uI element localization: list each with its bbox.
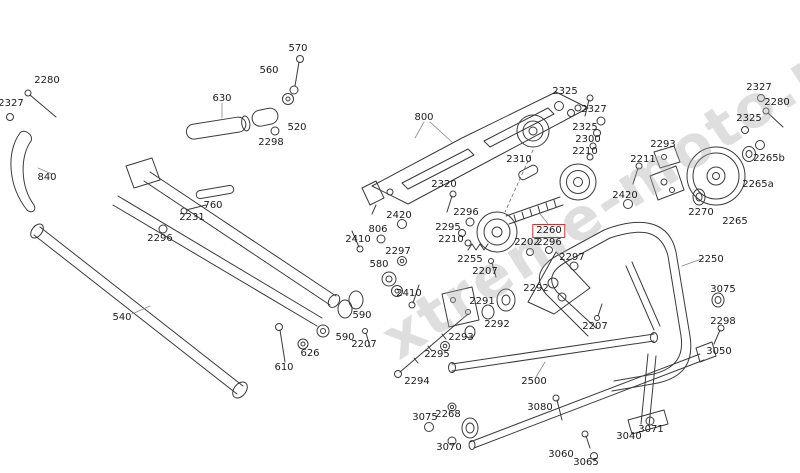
left-swing-arm: [112, 157, 341, 327]
part-label[interactable]: 806: [368, 224, 388, 235]
upper-tube-630: [185, 55, 304, 140]
part-label[interactable]: 2265a: [742, 179, 774, 190]
left-lever-840: [10, 130, 36, 213]
part-label[interactable]: 2270: [688, 207, 714, 218]
bottom-right-assembly: [424, 292, 725, 460]
cross-shaft-2500: [448, 332, 658, 373]
part-label[interactable]: 2265b: [753, 153, 785, 164]
part-label[interactable]: 2291: [469, 296, 495, 307]
part-label[interactable]: 2300: [575, 134, 601, 145]
part-label[interactable]: 2410: [345, 234, 371, 245]
part-label-selected[interactable]: 2260: [532, 224, 566, 238]
part-label[interactable]: 2420: [612, 190, 638, 201]
part-label[interactable]: 3075: [710, 284, 736, 295]
part-label[interactable]: 2295: [424, 349, 450, 360]
part-label[interactable]: 2207: [582, 321, 608, 332]
part-label[interactable]: 2325: [552, 86, 578, 97]
part-label[interactable]: 2298: [258, 137, 284, 148]
center-plate-800: [361, 91, 589, 215]
part-label[interactable]: 2327: [0, 98, 24, 109]
part-label[interactable]: 2295: [435, 222, 461, 233]
part-label[interactable]: 2296: [536, 237, 562, 248]
part-label[interactable]: 2268: [435, 409, 461, 420]
part-label[interactable]: 580: [369, 259, 389, 270]
part-label[interactable]: 2297: [385, 246, 411, 257]
idler-wheels-center: [476, 101, 681, 253]
part-label[interactable]: 630: [212, 93, 232, 104]
part-label[interactable]: 2280: [764, 97, 790, 108]
part-label[interactable]: 2250: [698, 254, 724, 265]
part-label[interactable]: 2325: [572, 122, 598, 133]
part-label[interactable]: 2211: [630, 154, 656, 165]
part-label[interactable]: 610: [274, 362, 294, 373]
part-label[interactable]: 2292: [484, 319, 510, 330]
left-top-fasteners: [6, 89, 57, 121]
lower-arm-540: [30, 223, 248, 399]
part-label[interactable]: 590: [352, 310, 372, 321]
part-label[interactable]: 2292: [523, 283, 549, 294]
center-small-hardware: [446, 94, 594, 247]
part-label[interactable]: 3040: [616, 431, 642, 442]
part-label[interactable]: 2231: [179, 212, 205, 223]
part-label[interactable]: 2207: [472, 266, 498, 277]
part-label[interactable]: 560: [259, 65, 279, 76]
part-label[interactable]: 2325: [736, 113, 762, 124]
big-idler-wheel-right: [686, 94, 784, 206]
part-label[interactable]: 840: [37, 172, 57, 183]
part-label[interactable]: 2293: [448, 332, 474, 343]
part-label[interactable]: 2327: [746, 82, 772, 93]
leader-lines: [37, 102, 705, 378]
part-label[interactable]: 520: [287, 122, 307, 133]
part-label[interactable]: 760: [203, 200, 223, 211]
part-label[interactable]: 2327: [581, 104, 607, 115]
part-label[interactable]: 2207: [351, 339, 377, 350]
part-label[interactable]: 3050: [706, 346, 732, 357]
part-label[interactable]: 540: [112, 312, 132, 323]
part-label[interactable]: 3060: [548, 449, 574, 460]
part-label[interactable]: 570: [288, 43, 308, 54]
part-label[interactable]: 626: [300, 348, 320, 359]
part-label[interactable]: 2410: [396, 288, 422, 299]
part-label[interactable]: 2210: [572, 146, 598, 157]
part-label[interactable]: 3070: [436, 442, 462, 453]
long-bolt-2294: [394, 313, 469, 378]
part-label[interactable]: 2210: [438, 234, 464, 245]
part-label[interactable]: 590: [335, 332, 355, 343]
part-label[interactable]: 2255: [457, 254, 483, 265]
part-label[interactable]: 3071: [638, 424, 664, 435]
part-label[interactable]: 2320: [431, 179, 457, 190]
shaft-2260: [505, 196, 564, 225]
part-label[interactable]: 2265: [722, 216, 748, 227]
part-label[interactable]: 2280: [34, 75, 60, 86]
part-label[interactable]: 2293: [650, 139, 676, 150]
part-label[interactable]: 3065: [573, 457, 599, 468]
part-label[interactable]: 2297: [559, 252, 585, 263]
part-label[interactable]: 2310: [506, 154, 532, 165]
part-label[interactable]: 3080: [527, 402, 553, 413]
left-lower-hardware: [275, 219, 420, 363]
part-label[interactable]: 2202: [514, 237, 540, 248]
part-label[interactable]: 2500: [521, 376, 547, 387]
part-label[interactable]: 2298: [710, 316, 736, 327]
part-label[interactable]: 2420: [386, 210, 412, 221]
part-label[interactable]: 3075: [412, 412, 438, 423]
center-lower-bracket: [440, 243, 591, 351]
part-label[interactable]: 2296: [453, 207, 479, 218]
part-label[interactable]: 2296: [147, 233, 173, 244]
part-label[interactable]: 800: [414, 112, 434, 123]
part-label[interactable]: 2294: [404, 376, 430, 387]
